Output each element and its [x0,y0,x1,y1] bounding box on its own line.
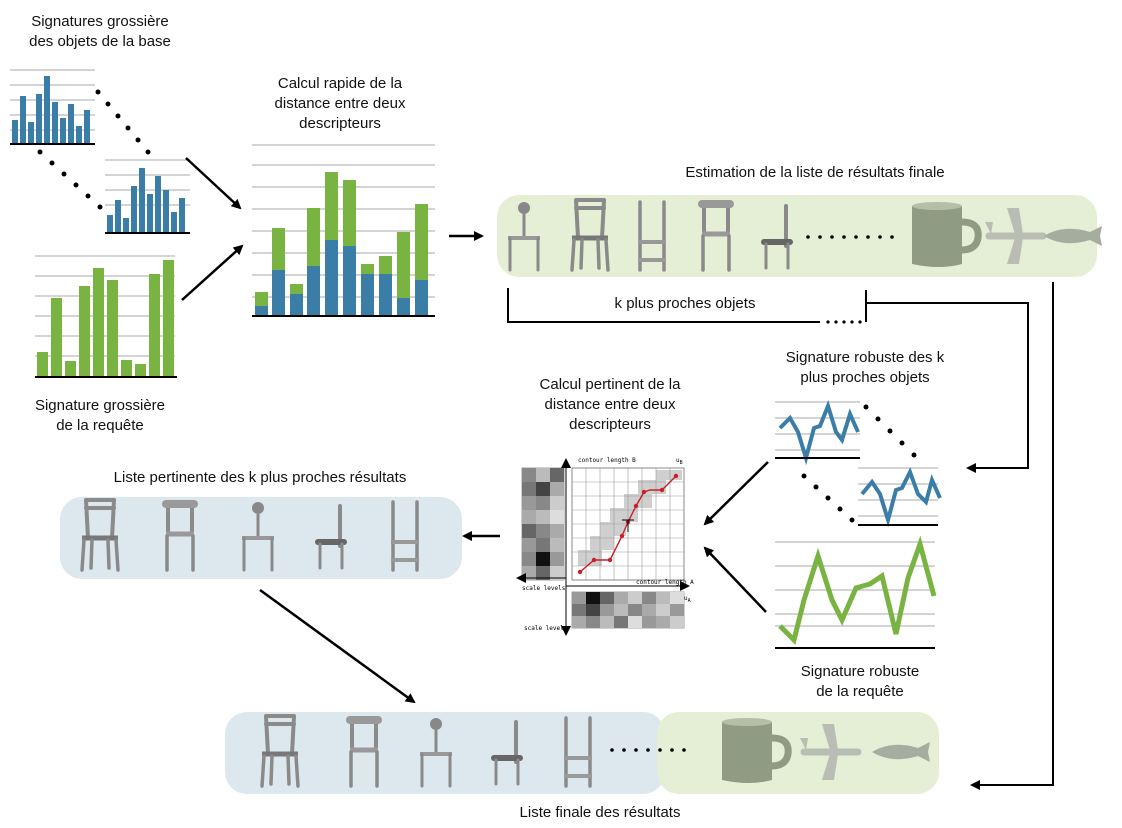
scale-row-bottom [571,591,685,629]
k-nearest-bracket [507,288,1029,473]
robust-query-signature [775,535,937,649]
u-b-label: uB [676,457,683,466]
arrow-query-to-fast [181,244,244,301]
robust-signature-2 [858,466,942,528]
chair-icon [318,506,344,568]
estimated-results-objects [506,200,1102,272]
chair-icon [418,716,454,788]
u-a-label: uA [684,595,691,604]
db-histogram-dots [37,89,151,210]
db-histogram-1 [10,69,95,145]
contour-a-label: contour length A [636,579,694,586]
db-histogram-2 [105,159,190,234]
chair-icon [389,500,421,572]
arrow-db-to-fast [185,157,242,210]
db-coarse-signatures-label: Signatures grossière des objets de la ba… [29,13,171,50]
query-coarse-signature-label: Signature grossière de la requête [34,397,166,434]
arrow-relevant-to-final [259,588,416,704]
chair-icon [262,716,298,786]
chair-icon [702,204,730,270]
fish-icon [1044,226,1102,246]
relevant-results-objects [82,500,421,572]
fish-icon [872,742,930,762]
chair-icon [764,206,790,268]
robust-signature-dots [801,404,917,523]
scale-levels-left-label: scale levels [522,585,566,592]
query-histogram [35,255,177,378]
chair-icon [572,200,608,270]
mug-icon [722,718,788,783]
distance-matrix [516,458,690,636]
arrow-estimation-to-final [970,282,1054,790]
chair-icon [636,200,668,272]
final-results-objects [262,716,930,786]
stacked-histogram [252,144,435,317]
chair-icon [166,504,194,570]
fast-distance-label: Calcul rapide de la distance entre deux … [274,75,406,132]
robust-query-signature-label: Signature robuste de la requête [800,663,920,700]
chair-icon [562,716,594,788]
robust-signature-1 [775,399,860,466]
scale-column-left [521,467,565,581]
airplane-icon [800,724,858,780]
relevant-distance-label: Calcul pertinent de la distance entre de… [539,376,681,433]
chair-icon [506,200,542,272]
chair-icon [82,500,118,570]
estimation-label: Estimation de la liste de résultats fina… [685,164,945,181]
airplane-icon [985,208,1043,264]
contour-b-label: contour length B [578,457,636,464]
k-nearest-dots [826,320,862,324]
robust-k-signatures-label: Signature robuste des k plus proches obj… [785,349,945,386]
chair-icon [240,500,276,572]
arrow-robust-k-to-matrix [703,461,769,526]
chair-icon [494,722,520,784]
arrow-robust-query-to-matrix [703,546,767,613]
relevant-list-label: Liste pertinente des k plus proches résu… [113,469,407,486]
scale-levels-bottom-label: scale levels [524,625,568,632]
final-list-label: Liste finale des résultats [519,804,681,821]
chair-icon [350,720,378,786]
k-nearest-label: k plus proches objets [614,295,756,312]
mug-icon [912,202,978,267]
